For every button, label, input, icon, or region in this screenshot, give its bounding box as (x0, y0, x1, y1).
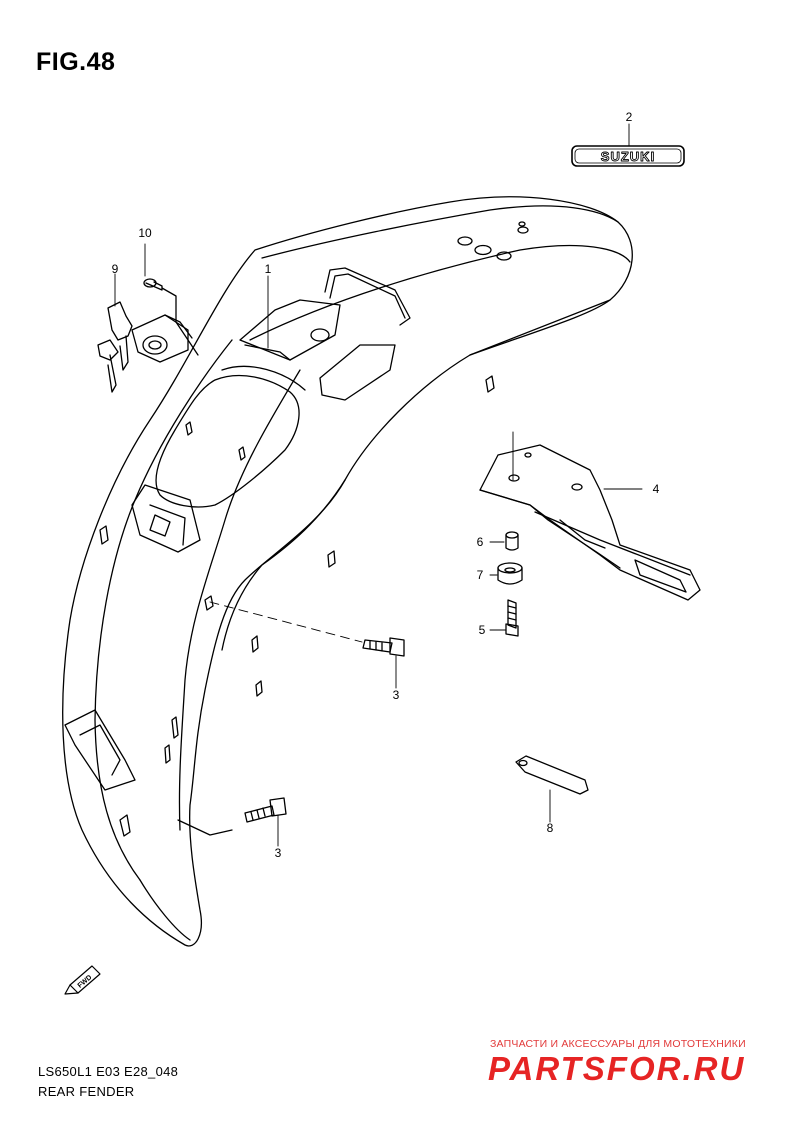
watermark-tagline: ЗАПЧАСТИ И АКСЕССУАРЫ ДЛЯ МОТОТЕХНИКИ (490, 1038, 746, 1050)
wiring-clamp-plate (515, 755, 589, 795)
grab-bar-wire (324, 267, 411, 326)
lock-leader-line (161, 287, 199, 356)
fender-bolt-upper (362, 637, 405, 657)
bracket-bolt (505, 599, 519, 637)
callout-3-lower: 3 (274, 846, 282, 860)
callout-10: 10 (138, 226, 152, 240)
cushion-bush (505, 531, 519, 551)
model-code: LS650L1 E03 E28_048 (38, 1064, 179, 1079)
rear-fender (62, 196, 633, 947)
rubber-grommet (497, 562, 523, 585)
callout-9: 9 (111, 262, 119, 276)
callout-1: 1 (264, 262, 272, 276)
callout-8: 8 (546, 821, 554, 835)
callout-2: 2 (625, 110, 633, 124)
figure-title: FIG.48 (36, 48, 116, 76)
lock-screw (143, 278, 163, 291)
callout-5: 5 (478, 623, 486, 637)
emblem-lettering: SUZUKI (601, 149, 655, 164)
suzuki-emblem: SUZUKI (571, 145, 685, 167)
section-name: REAR FENDER (38, 1084, 135, 1099)
callout-leaders (114, 123, 643, 847)
callout-7: 7 (476, 568, 484, 582)
bolt-alignment-dash (209, 601, 363, 643)
forward-direction-marker: FWD (64, 965, 101, 995)
seat-lock-assembly (97, 301, 193, 393)
fender-bolt-lower (244, 797, 287, 823)
callout-3-upper: 3 (392, 688, 400, 702)
watermark-brand: PARTSFOR.RU (488, 1050, 746, 1087)
callout-6: 6 (476, 535, 484, 549)
callout-4: 4 (652, 482, 660, 496)
rear-fender-bracket (479, 444, 701, 601)
